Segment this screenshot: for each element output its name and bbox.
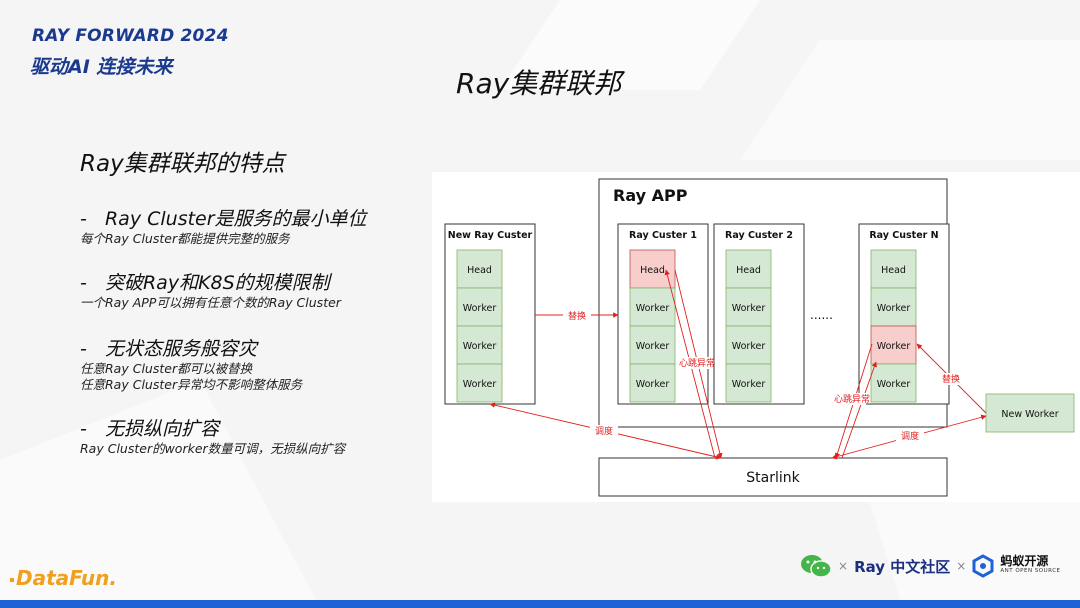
wechat-icon: [801, 555, 832, 578]
heartbeat-n-label: 心跳异常: [834, 393, 870, 405]
ray-cluster-3-node-3: [870, 363, 917, 403]
new-ray-cluster-node-3: [456, 363, 503, 403]
new-worker-label: New Worker: [1001, 409, 1058, 420]
starlink-box: [598, 457, 948, 497]
bullet-desc: 每个Ray Cluster都能提供完整的服务: [80, 231, 290, 246]
heartbeat-1-label-bg: [683, 357, 711, 369]
replace-cluster-label: 替换: [568, 310, 586, 322]
ray-cluster-3-node-label: Worker: [877, 379, 911, 390]
new-ray-cluster-node-label: Worker: [463, 303, 497, 314]
heartbeat-n-label-bg: [838, 393, 866, 405]
ray-cluster-3-node-1: [870, 287, 917, 327]
ray-cluster-3-node-label: Worker: [877, 341, 911, 352]
new-ray-cluster-node-2: [456, 325, 503, 365]
footer-partners: × Ray 中文社区 × 蚂蚁开源 ANT OPEN SOURCE: [800, 552, 1061, 580]
new-ray-cluster-node-1: [456, 287, 503, 327]
ray-cluster-1-node-3: [629, 363, 676, 403]
ray-cluster-1-node-label: Worker: [636, 379, 670, 390]
bullet-desc: 任意Ray Cluster都可以被替换: [80, 361, 253, 376]
event-subtitle: 驱动AI 连接未来: [30, 56, 173, 78]
new-ray-cluster-node-label: Head: [467, 265, 492, 276]
ray-cluster-2-node-3: [725, 363, 772, 403]
event-title: RAY FORWARD 2024: [32, 26, 229, 46]
ray-cluster-2-label: Ray Custer 2: [725, 230, 793, 241]
ray-cluster-3-node-label: Head: [881, 265, 906, 276]
ray-cluster-3-node-label: Worker: [877, 303, 911, 314]
bullet-2: - 突破Ray和K8S的规模限制 一个Ray APP可以拥有任意个数的Ray C…: [80, 268, 341, 311]
bottom-accent-bar: [0, 600, 1080, 608]
times-sign: ×: [838, 559, 849, 573]
bullet-desc: 一个Ray APP可以拥有任意个数的Ray Cluster: [80, 295, 341, 310]
ray-cluster-2-node-label: Worker: [732, 303, 766, 314]
ant-open-source-icon: [972, 554, 994, 578]
ant-open-source-logo: 蚂蚁开源 ANT OPEN SOURCE: [1000, 554, 1061, 576]
ray-cluster-1-node-label: Head: [640, 265, 665, 276]
ant-open-source-cn: 蚂蚁开源: [1000, 554, 1049, 568]
ray-cluster-2-node-0: [725, 249, 772, 289]
new-ray-cluster-label: New Ray Custer: [448, 230, 533, 241]
bullet-3: - 无状态服务般容灾 任意Ray Cluster都可以被替换 任意Ray Clu…: [80, 334, 302, 393]
ray-cluster-1-node-2: [629, 325, 676, 365]
schedule-left-label-bg: [590, 425, 618, 437]
new-worker-box: [985, 393, 1075, 433]
replace-worker-label: 替换: [942, 373, 960, 385]
new-ray-cluster-node-label: Worker: [463, 379, 497, 390]
datafun-logo-text: DataFun.: [16, 566, 117, 590]
ray-cluster-2-node-2: [725, 325, 772, 365]
replace-worker-label-bg: [937, 373, 965, 385]
schedule-right-label: 调度: [901, 430, 919, 442]
bullet-heading: - Ray Cluster是服务的最小单位: [80, 208, 367, 230]
heartbeat-1-label: 心跳异常: [679, 357, 715, 369]
replace-cluster-label-bg: [563, 310, 591, 322]
times-sign: ×: [956, 559, 967, 573]
page-title: Ray集群联邦: [456, 67, 622, 100]
bullet-4: - 无损纵向扩容 Ray Cluster的worker数量可调，无损纵向扩容: [80, 414, 345, 457]
ray-cluster-2-node-label: Worker: [732, 379, 766, 390]
bullet-heading: - 突破Ray和K8S的规模限制: [80, 272, 330, 294]
bullet-1: - Ray Cluster是服务的最小单位 每个Ray Cluster都能提供完…: [80, 204, 367, 247]
bullet-heading: - 无损纵向扩容: [80, 418, 219, 440]
ray-app-label: Ray APP: [613, 186, 688, 205]
section-title: Ray集群联邦的特点: [80, 151, 285, 177]
bullet-heading: - 无状态服务般容灾: [80, 338, 257, 360]
ellipsis: ......: [810, 308, 833, 322]
starlink-label: Starlink: [746, 470, 800, 486]
ray-cluster-3-node-2: [870, 325, 917, 365]
ray-cluster-1-node-label: Worker: [636, 341, 670, 352]
ray-cluster-2-node-label: Worker: [732, 341, 766, 352]
ant-open-source-en: ANT OPEN SOURCE: [1000, 568, 1061, 574]
bullet-desc: Ray Cluster的worker数量可调，无损纵向扩容: [80, 441, 346, 456]
new-ray-cluster-node-label: Worker: [463, 341, 497, 352]
datafun-logo: DataFun.: [10, 566, 117, 590]
ray-cluster-3-label: Ray Custer N: [869, 230, 938, 241]
ray-community-logo: Ray 中文社区: [854, 557, 951, 576]
bullet-desc: 任意Ray Cluster异常均不影响整体服务: [80, 377, 303, 392]
ray-cluster-1-node-label: Worker: [636, 303, 670, 314]
ray-cluster-2-node-label: Head: [736, 265, 761, 276]
new-ray-cluster-node-0: [456, 249, 503, 289]
schedule-right-label-bg: [896, 430, 924, 442]
ray-cluster-2-node-1: [725, 287, 772, 327]
schedule-left-label: 调度: [595, 425, 613, 437]
ray-cluster-1-label: Ray Custer 1: [629, 230, 697, 241]
